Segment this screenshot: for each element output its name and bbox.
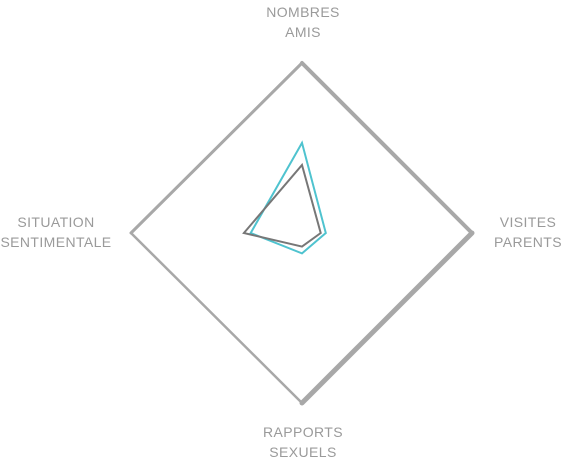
axis-label-nombres-amis: NOMBRES AMIS [250, 2, 356, 42]
axis-label-rapports-sexuels: RAPPORTS SEXUELS [250, 422, 356, 462]
axis-label-visites-parents: VISITES PARENTS [486, 212, 561, 252]
series-1-point-top [301, 142, 303, 144]
frame-edge-bottom-left [129, 231, 304, 405]
axis-label-situation-sentimentale: SITUATION SENTIMENTALE [0, 212, 115, 252]
axis-label-line: SENTIMENTALE [0, 234, 112, 250]
axis-label-line: RAPPORTS [263, 424, 343, 440]
axis-label-line: SEXUELS [269, 444, 337, 460]
axis-label-line: SITUATION [17, 214, 95, 230]
series-1-point-bottom [301, 252, 303, 255]
frame-edge-right-bottom [299, 230, 475, 406]
frame-edge-left-top [129, 61, 304, 235]
series-2-point-right [319, 232, 322, 234]
axis-label-line: PARENTS [494, 234, 561, 250]
frame-edge-top-right [300, 61, 474, 235]
radar-frame [129, 61, 475, 406]
series-2-point-left [243, 232, 245, 234]
axis-label-line: VISITES [499, 214, 557, 230]
radar-series-layer [242, 140, 327, 255]
series-2-point-bottom [301, 245, 303, 248]
series-2-point-top [301, 164, 303, 166]
series-1-point-left [249, 232, 252, 234]
series-1-point-right [325, 232, 327, 234]
axis-label-line: NOMBRES [266, 4, 340, 20]
axis-label-line: AMIS [285, 24, 321, 40]
